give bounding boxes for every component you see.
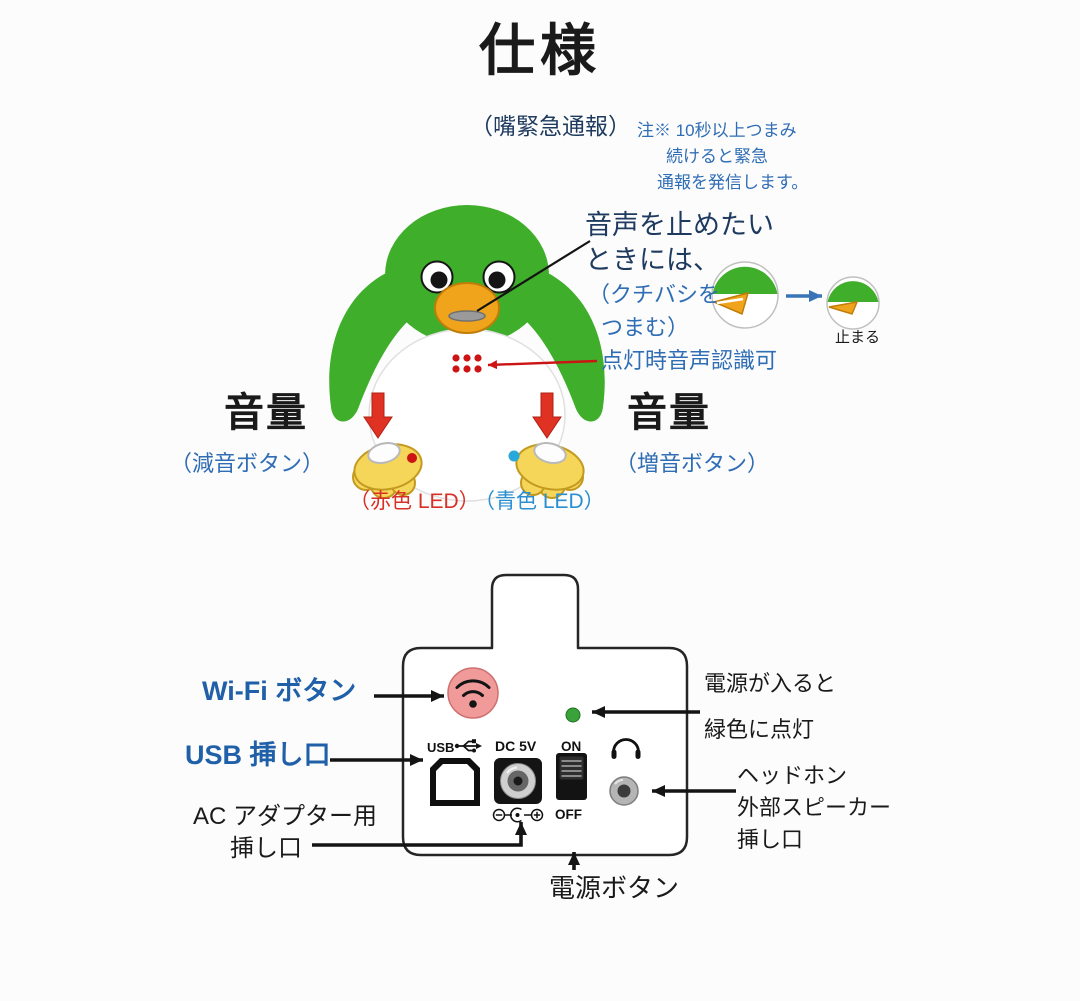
page-title: 仕様 [479,19,601,82]
volume-down-pointer-arrow [363,392,393,439]
polarity-symbol-icon [492,807,544,823]
red-led-label: （赤色 LED） [349,490,480,513]
headphone-icon [611,738,641,759]
volume-up-label: （増音ボタン） [615,451,770,476]
volume-up-button [533,442,567,464]
penguin-mouth-slit [448,310,486,322]
panel-off-label: OFF [555,807,582,822]
penguin-beak [434,282,500,334]
red-led [407,453,417,463]
ac-adapter-line-2: 挿し口 [230,835,302,862]
penguin-illustration [329,205,605,502]
note-line-1: 注※ 10秒以上つまみ [637,121,797,140]
stops-label: 止まる [835,329,881,346]
headphone-line-2: 外部スピーカー [737,795,892,820]
stop-voice-line-2: ときには、 [585,245,720,275]
ac-adapter-line-1: AC アダプター用 [193,803,378,830]
beak-pinch-icon-stopped [826,276,880,330]
power-led-line-2: 緑色に点灯 [704,717,815,742]
volume-left-label: 音量 [224,391,308,435]
voice-recognition-label: 点灯時音声認識可 [601,348,778,373]
back-panel-diagram: USB DC 5V ON OFF [401,573,689,857]
beak-emergency-label: （嘴緊急通報） [470,113,631,139]
blue-led-label: （青色 LED） [474,490,605,513]
left-foot [352,442,423,499]
panel-usb-label: USB [427,740,454,755]
panel-on-label: ON [561,739,581,754]
wifi-button-label: Wi-Fi ボタン [202,676,357,706]
volume-right-label: 音量 [627,391,711,435]
left-pupil [430,271,448,289]
mic-dot-grid [452,354,482,373]
headphone-line-1: ヘッドホン [737,763,848,788]
panel-outline [401,573,689,857]
headphone-line-3: 挿し口 [737,827,804,852]
beak-pinch-icon-open [711,261,779,329]
volume-down-label: （減音ボタン） [170,451,325,476]
usb-port-inner [436,764,474,800]
volume-down-button [367,442,401,464]
note-line-2: 続けると緊急 [666,147,768,166]
pinch-beak-line-2: つまむ） [601,315,690,340]
wifi-icon [455,679,491,708]
pinch-beak-line-1: （クチバシを [588,282,721,307]
stop-voice-line-1: 音声を止めたい [585,210,774,240]
note-line-3: 通報を発信します。 [657,173,809,192]
volume-up-pointer-arrow [532,392,562,439]
usb-icon [454,739,482,753]
right-foot [515,442,585,499]
power-button-label: 電源ボタン [549,873,680,903]
penguin-left-wing [329,265,408,422]
blue-led [508,450,520,462]
panel-dc-label: DC 5V [495,738,537,754]
usb-port-label: USB 挿し口 [185,740,331,770]
power-led [565,707,581,723]
right-pupil [488,271,506,289]
power-led-line-1: 電源が入ると [704,671,837,696]
